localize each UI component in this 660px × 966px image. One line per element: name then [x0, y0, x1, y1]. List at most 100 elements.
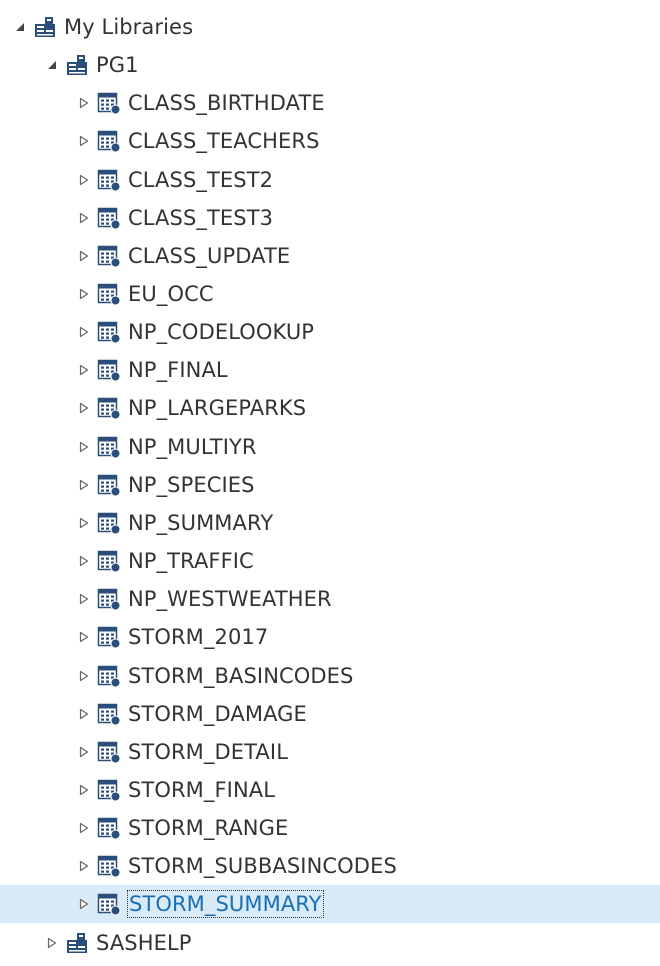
table-icon: [96, 281, 122, 307]
expand-arrow-icon[interactable]: [77, 745, 91, 759]
table-node-eu-occ-label: EU_OCC: [128, 282, 214, 306]
table-node-storm-final[interactable]: STORM_FINAL: [0, 771, 660, 809]
table-node-class-test3[interactable]: CLASS_TEST3: [0, 199, 660, 237]
expand-arrow-icon[interactable]: [77, 630, 91, 644]
library-node-sashelp[interactable]: SASHELP: [0, 924, 660, 962]
table-node-np-largeparks-label: NP_LARGEPARKS: [128, 396, 307, 420]
expand-arrow-icon[interactable]: [77, 401, 91, 415]
table-node-np-final[interactable]: NP_FINAL: [0, 351, 660, 389]
table-node-storm-detail[interactable]: STORM_DETAIL: [0, 733, 660, 771]
table-node-storm-summary-label: STORM_SUMMARY: [127, 890, 324, 918]
table-node-np-codelookup-label: NP_CODELOOKUP: [128, 320, 315, 344]
table-icon: [96, 548, 122, 574]
table-icon: [96, 510, 122, 536]
table-node-storm-subbasincodes[interactable]: STORM_SUBBASINCODES: [0, 847, 660, 885]
table-node-storm-basincodes-label: STORM_BASINCODES: [128, 664, 354, 688]
table-node-class-teachers-label: CLASS_TEACHERS: [128, 129, 320, 153]
table-icon: [96, 853, 122, 879]
table-node-eu-occ[interactable]: EU_OCC: [0, 275, 660, 313]
tree-root-my-libraries[interactable]: My Libraries: [0, 8, 660, 46]
library-node-pg1[interactable]: PG1: [0, 46, 660, 84]
table-node-storm-final-label: STORM_FINAL: [128, 778, 276, 802]
collapse-arrow-icon[interactable]: [45, 58, 59, 72]
table-node-storm-detail-label: STORM_DETAIL: [128, 740, 288, 764]
table-node-np-largeparks[interactable]: NP_LARGEPARKS: [0, 389, 660, 427]
table-node-np-summary[interactable]: NP_SUMMARY: [0, 504, 660, 542]
table-node-np-summary-label: NP_SUMMARY: [128, 511, 274, 535]
table-node-np-westweather-label: NP_WESTWEATHER: [128, 587, 332, 611]
table-icon: [96, 891, 122, 917]
expand-arrow-icon[interactable]: [77, 707, 91, 721]
table-icon: [96, 434, 122, 460]
table-icon: [96, 815, 122, 841]
expand-arrow-icon[interactable]: [77, 516, 91, 530]
tree-root-my-libraries-label: My Libraries: [64, 15, 194, 39]
expand-arrow-icon[interactable]: [77, 325, 91, 339]
expand-arrow-icon[interactable]: [77, 669, 91, 683]
table-icon: [96, 663, 122, 689]
table-icon: [96, 777, 122, 803]
table-icon: [96, 357, 122, 383]
table-node-storm-damage[interactable]: STORM_DAMAGE: [0, 695, 660, 733]
table-icon: [96, 167, 122, 193]
expand-arrow-icon[interactable]: [77, 783, 91, 797]
table-icon: [96, 739, 122, 765]
table-node-np-multiyr[interactable]: NP_MULTIYR: [0, 428, 660, 466]
table-node-np-multiyr-label: NP_MULTIYR: [128, 435, 257, 459]
table-node-np-final-label: NP_FINAL: [128, 358, 228, 382]
expand-arrow-icon[interactable]: [77, 287, 91, 301]
table-node-class-test2[interactable]: CLASS_TEST2: [0, 161, 660, 199]
table-node-class-test3-label: CLASS_TEST3: [128, 206, 274, 230]
expand-arrow-icon[interactable]: [77, 478, 91, 492]
library-node-sashelp-label: SASHELP: [96, 931, 192, 955]
table-node-np-westweather[interactable]: NP_WESTWEATHER: [0, 580, 660, 618]
table-icon: [96, 90, 122, 116]
table-node-class-teachers[interactable]: CLASS_TEACHERS: [0, 122, 660, 160]
expand-arrow-icon[interactable]: [77, 173, 91, 187]
table-icon: [96, 128, 122, 154]
table-icon: [96, 472, 122, 498]
expand-arrow-icon[interactable]: [77, 592, 91, 606]
expand-arrow-icon[interactable]: [77, 96, 91, 110]
library-icon: [32, 14, 58, 40]
library-node-pg1-label: PG1: [96, 53, 139, 77]
table-node-np-traffic-label: NP_TRAFFIC: [128, 549, 254, 573]
table-node-class-update[interactable]: CLASS_UPDATE: [0, 237, 660, 275]
table-node-class-test2-label: CLASS_TEST2: [128, 168, 274, 192]
expand-arrow-icon[interactable]: [77, 554, 91, 568]
table-node-storm-2017-label: STORM_2017: [128, 625, 269, 649]
library-icon: [64, 52, 90, 78]
table-node-class-update-label: CLASS_UPDATE: [128, 244, 291, 268]
table-node-storm-range[interactable]: STORM_RANGE: [0, 809, 660, 847]
table-node-storm-damage-label: STORM_DAMAGE: [128, 702, 307, 726]
table-node-storm-basincodes[interactable]: STORM_BASINCODES: [0, 657, 660, 695]
expand-arrow-icon[interactable]: [45, 936, 59, 950]
table-node-class-birthdate[interactable]: CLASS_BIRTHDATE: [0, 84, 660, 122]
table-icon: [96, 319, 122, 345]
library-icon: [64, 930, 90, 956]
expand-arrow-icon[interactable]: [77, 859, 91, 873]
collapse-arrow-icon[interactable]: [13, 20, 27, 34]
table-node-storm-summary[interactable]: STORM_SUMMARY: [0, 885, 660, 923]
table-icon: [96, 395, 122, 421]
expand-arrow-icon[interactable]: [77, 363, 91, 377]
table-node-np-species-label: NP_SPECIES: [128, 473, 255, 497]
table-icon: [96, 624, 122, 650]
expand-arrow-icon[interactable]: [77, 440, 91, 454]
table-node-np-codelookup[interactable]: NP_CODELOOKUP: [0, 313, 660, 351]
expand-arrow-icon[interactable]: [77, 821, 91, 835]
table-node-storm-2017[interactable]: STORM_2017: [0, 618, 660, 656]
table-node-np-species[interactable]: NP_SPECIES: [0, 466, 660, 504]
table-node-np-traffic[interactable]: NP_TRAFFIC: [0, 542, 660, 580]
expand-arrow-icon[interactable]: [77, 897, 91, 911]
table-icon: [96, 701, 122, 727]
table-node-storm-subbasincodes-label: STORM_SUBBASINCODES: [128, 854, 397, 878]
table-icon: [96, 205, 122, 231]
table-node-storm-range-label: STORM_RANGE: [128, 816, 289, 840]
table-icon: [96, 243, 122, 269]
table-node-class-birthdate-label: CLASS_BIRTHDATE: [128, 91, 325, 115]
expand-arrow-icon[interactable]: [77, 134, 91, 148]
expand-arrow-icon[interactable]: [77, 249, 91, 263]
expand-arrow-icon[interactable]: [77, 211, 91, 225]
